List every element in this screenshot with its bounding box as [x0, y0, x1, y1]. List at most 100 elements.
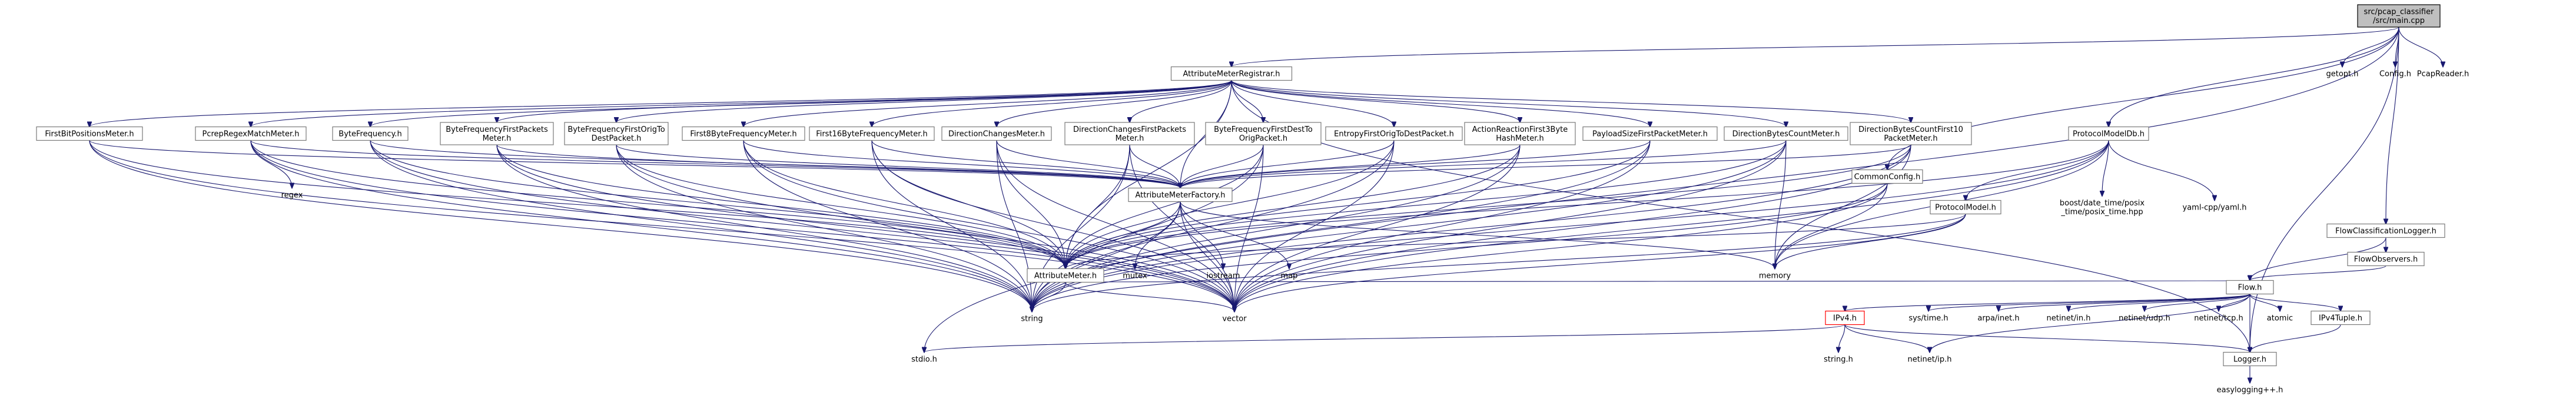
edge-f8bfm-to-am	[743, 140, 1065, 269]
edge-dcm-to-vector	[996, 140, 1234, 312]
edge-fbpm-to-vector	[89, 140, 1234, 312]
edge-arf3b-to-string	[1032, 144, 1521, 312]
node-main[interactable]: src/pcap_classifier/src/main.cpp	[2357, 4, 2441, 28]
node-label: string	[1021, 315, 1043, 324]
edge-dcm-to-am	[996, 140, 1065, 269]
node-fbpm[interactable]: FirstBitPositionsMeter.h	[36, 126, 143, 141]
node-pm[interactable]: ProtocolModel.h	[1930, 200, 2001, 215]
node-label: netinet/in.h	[2047, 314, 2091, 323]
node-label: PacketMeter.h	[1884, 134, 1937, 143]
edge-arf3b-to-vector	[1234, 144, 1521, 312]
edge-amf-to-memory	[1180, 201, 1775, 269]
node-fobs[interactable]: FlowObservers.h	[2347, 251, 2425, 267]
edge-dbcf10-to-string	[1032, 144, 1911, 312]
edges-layer	[89, 26, 2443, 383]
node-f16bfm[interactable]: First16ByteFrequencyMeter.h	[809, 126, 935, 141]
node-logger[interactable]: Logger.h	[2223, 351, 2277, 367]
edge-amr-to-prmm	[251, 80, 1232, 127]
node-netip: netinet/ip.h	[1908, 356, 1952, 364]
edge-fbpm-to-am	[89, 140, 1065, 269]
node-label: FlowObservers.h	[2354, 255, 2418, 264]
node-flow[interactable]: Flow.h	[2226, 280, 2274, 295]
edge-pmdb-to-vector	[1234, 140, 2109, 312]
node-label: Config.h	[2379, 70, 2411, 79]
node-f8bfm[interactable]: First8ByteFrequencyMeter.h	[682, 126, 805, 141]
edge-pfpm-to-amf	[1180, 140, 1651, 188]
node-memory: memory	[1759, 272, 1791, 281]
node-cc[interactable]: CommonConfig.h	[1851, 169, 1923, 184]
node-label: src/pcap_classifier	[2364, 8, 2435, 16]
edge-bf-to-am	[370, 140, 1065, 269]
node-label: _time/posix_time.hpp	[2060, 208, 2143, 217]
node-prmm[interactable]: PcrepRegexMatchMeter.h	[195, 126, 307, 141]
edge-main-to-cc	[1887, 26, 2399, 170]
edge-f8bfm-to-vector	[743, 140, 1234, 312]
node-ipv4[interactable]: IPv4.h	[1825, 310, 1865, 325]
edge-amr-to-bffdto	[1231, 80, 1263, 123]
edge-main-to-pcapreader	[2398, 26, 2443, 67]
node-iostream: iostream	[1206, 272, 1240, 281]
node-label: yaml-cpp/yaml.h	[2183, 204, 2247, 212]
edge-cc-to-vector	[1234, 183, 1888, 312]
edge-pfpm-to-vector	[1234, 140, 1651, 312]
node-label: atomic	[2267, 314, 2293, 323]
edge-cc-to-string	[1032, 183, 1888, 312]
edge-dcfpm-to-amf	[1129, 144, 1180, 188]
edge-amr-to-dcfpm	[1130, 80, 1232, 123]
edge-pmdb-to-string	[1032, 140, 2109, 312]
node-string: string	[1021, 315, 1043, 324]
node-am[interactable]: AttributeMeter.h	[1027, 268, 1104, 283]
node-arpa: arpa/inet.h	[1977, 314, 2019, 323]
node-box	[1582, 126, 1718, 141]
node-amf[interactable]: AttributeMeterFactory.h	[1128, 187, 1233, 202]
node-label: Logger.h	[2233, 356, 2266, 364]
node-getopt: getopt.h	[2326, 70, 2358, 79]
node-label: ByteFrequencyFirstDestTo	[1214, 125, 1313, 134]
node-box	[941, 126, 1052, 141]
node-yaml: yaml-cpp/yaml.h	[2183, 204, 2247, 212]
node-atomic: atomic	[2267, 314, 2293, 323]
node-label: stdio.h	[911, 356, 937, 364]
node-bf[interactable]: ByteFrequency.h	[332, 126, 409, 141]
edge-amr-to-dcm	[997, 80, 1232, 127]
edge-amr-to-pfpm	[1231, 80, 1650, 127]
node-pfpm[interactable]: PayloadSizeFirstPacketMeter.h	[1582, 126, 1718, 141]
edge-bffotd-to-string	[616, 144, 1032, 312]
node-pmdb[interactable]: ProtocolModelDb.h	[2068, 126, 2149, 141]
node-label: Meter.h	[483, 134, 512, 143]
node-box	[36, 126, 143, 141]
edge-bffotd-to-am	[616, 144, 1065, 269]
node-box	[1325, 126, 1463, 141]
edge-fcl-to-flow	[2250, 237, 2386, 281]
node-fcl[interactable]: FlowClassificationLogger.h	[2326, 223, 2445, 238]
node-box	[1464, 122, 1576, 145]
node-label: DirectionChangesFirstPackets	[1073, 125, 1186, 134]
node-label: PcrepRegexMatchMeter.h	[203, 130, 300, 139]
node-box	[1930, 200, 2001, 215]
node-label: DirectionBytesCountMeter.h	[1732, 130, 1840, 139]
node-dcm[interactable]: DirectionChangesMeter.h	[941, 126, 1052, 141]
edge-flow-to-atomic	[2249, 294, 2280, 311]
node-label: iostream	[1206, 272, 1240, 281]
node-dbcm[interactable]: DirectionBytesCountMeter.h	[1724, 126, 1848, 141]
node-ipv4t[interactable]: IPv4Tuple.h	[2311, 310, 2371, 325]
edge-bf-to-vector	[370, 140, 1234, 312]
edge-efotd-to-amf	[1180, 140, 1395, 188]
node-label: string.h	[1824, 356, 1853, 364]
edge-flow-to-ipv4t	[2249, 293, 2341, 311]
node-efotd[interactable]: EntropyFirstOrigToDestPacket.h	[1325, 126, 1463, 141]
edge-amr-to-bffotd	[616, 80, 1232, 123]
node-box	[440, 122, 554, 145]
edge-main-to-amr	[1231, 26, 2399, 67]
node-stringh: string.h	[1824, 356, 1853, 364]
node-label: ByteFrequencyFirstOrigTo	[567, 125, 665, 134]
node-label: DestPacket.h	[592, 134, 642, 143]
node-amr[interactable]: AttributeMeterRegistrar.h	[1170, 66, 1293, 81]
edge-fobs-to-flow	[2250, 265, 2386, 281]
